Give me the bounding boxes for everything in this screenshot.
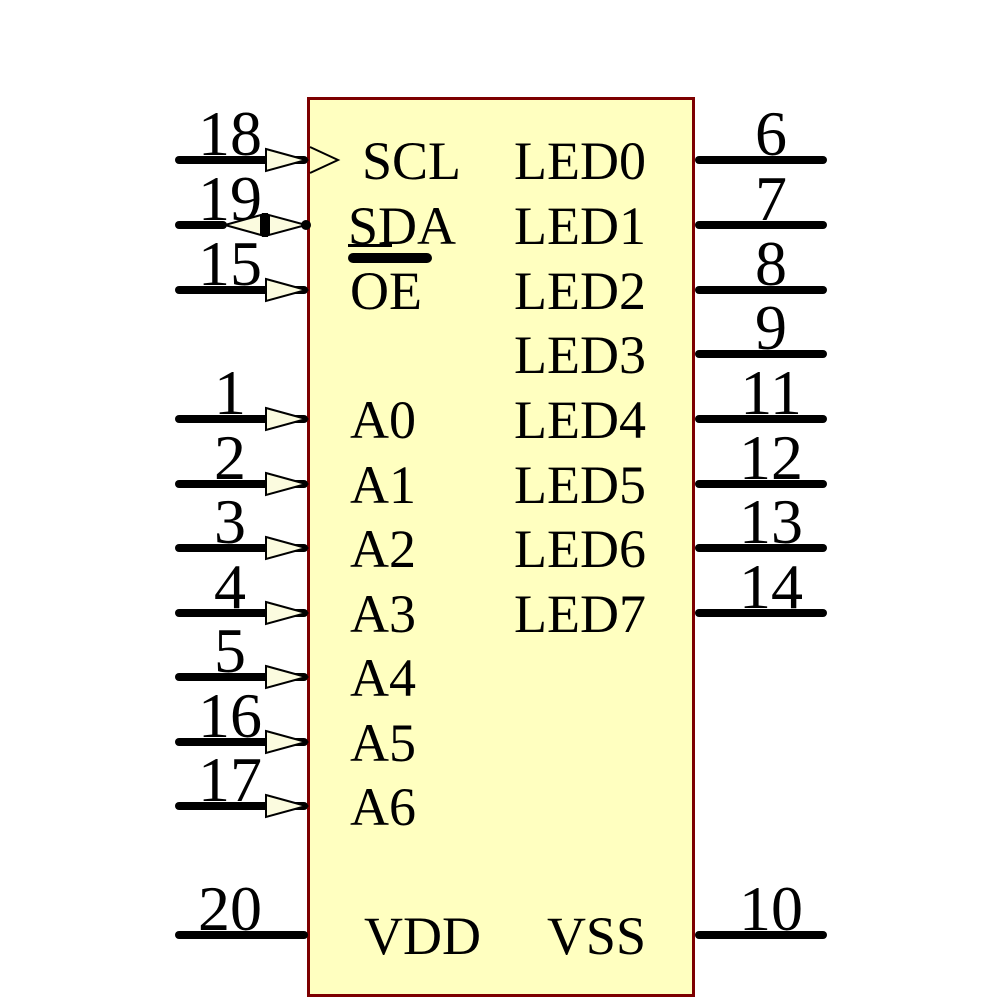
pin-wire (175, 286, 308, 294)
pin-label: A1 (350, 455, 416, 515)
pin-label: LED4 (514, 390, 646, 450)
pin-wire (175, 415, 308, 423)
pin-label: LED1 (514, 196, 646, 256)
pin-label: A4 (350, 648, 416, 708)
chip-body (307, 97, 695, 997)
pin-wire (695, 415, 827, 423)
pin-number: 2 (214, 422, 246, 493)
pin-wire (175, 156, 308, 164)
pin-label: OE (350, 261, 422, 321)
bidirectional-arrow-icon (222, 213, 311, 237)
active-low-overbar (348, 253, 432, 263)
input-arrow-icon (265, 600, 309, 626)
pin-number: 11 (740, 357, 802, 428)
pin-number: 14 (739, 551, 803, 622)
pin-label: LED2 (514, 261, 646, 321)
pin-number: 18 (198, 98, 262, 169)
pin-wire (175, 673, 308, 681)
pin-wire (175, 609, 308, 617)
pin-number: 8 (755, 228, 787, 299)
pin-label: LED0 (514, 131, 646, 191)
input-arrow-icon (265, 793, 309, 819)
pin-number: 15 (198, 228, 262, 299)
pin-wire (175, 802, 308, 810)
pin-wire (695, 544, 827, 552)
pin-number: 3 (214, 486, 246, 557)
pin-label: A6 (350, 777, 416, 837)
clock-icon (309, 146, 341, 174)
input-arrow-icon (265, 535, 309, 561)
pin-label: SCL (362, 131, 462, 191)
pin-wire (695, 931, 827, 939)
pin-label: LED5 (514, 455, 646, 515)
pin-label: A3 (350, 584, 416, 644)
pin-wire (175, 738, 308, 746)
pin-number: 6 (755, 98, 787, 169)
pin-label: LED6 (514, 519, 646, 579)
pin-wire (695, 480, 827, 488)
input-arrow-icon (265, 406, 309, 432)
pin-number: 9 (755, 292, 787, 363)
pin-wire (695, 350, 827, 358)
pin-number: 12 (739, 422, 803, 493)
pin-wire (695, 609, 827, 617)
pin-label: VDD (364, 906, 481, 966)
pin-wire (695, 156, 827, 164)
pin-wire (175, 931, 308, 939)
input-arrow-icon (265, 664, 309, 690)
pin-wire (695, 286, 827, 294)
pin-label: VSS (546, 906, 646, 966)
pin-number: 13 (739, 486, 803, 557)
pin-label: LED3 (514, 325, 646, 385)
pin-label: A0 (350, 390, 416, 450)
pin-wire (695, 221, 827, 229)
pin-label: LED7 (514, 584, 646, 644)
input-arrow-icon (265, 471, 309, 497)
pin-number: 17 (198, 744, 262, 815)
input-arrow-icon (265, 729, 309, 755)
pin-wire (175, 221, 227, 229)
pin-wire (175, 544, 308, 552)
pin-label: A5 (350, 713, 416, 773)
pin-label: A2 (350, 519, 416, 579)
pin-number: 4 (214, 551, 246, 622)
pin-number: 1 (214, 357, 246, 428)
sda-underline (348, 244, 392, 247)
input-arrow-icon (265, 277, 309, 303)
pin-number: 16 (198, 680, 262, 751)
input-arrow-icon (265, 147, 309, 173)
pin-wire (175, 480, 308, 488)
pin-number: 10 (739, 873, 803, 944)
pin-number: 7 (755, 163, 787, 234)
pin-number: 20 (198, 873, 262, 944)
pin-number: 5 (214, 615, 246, 686)
